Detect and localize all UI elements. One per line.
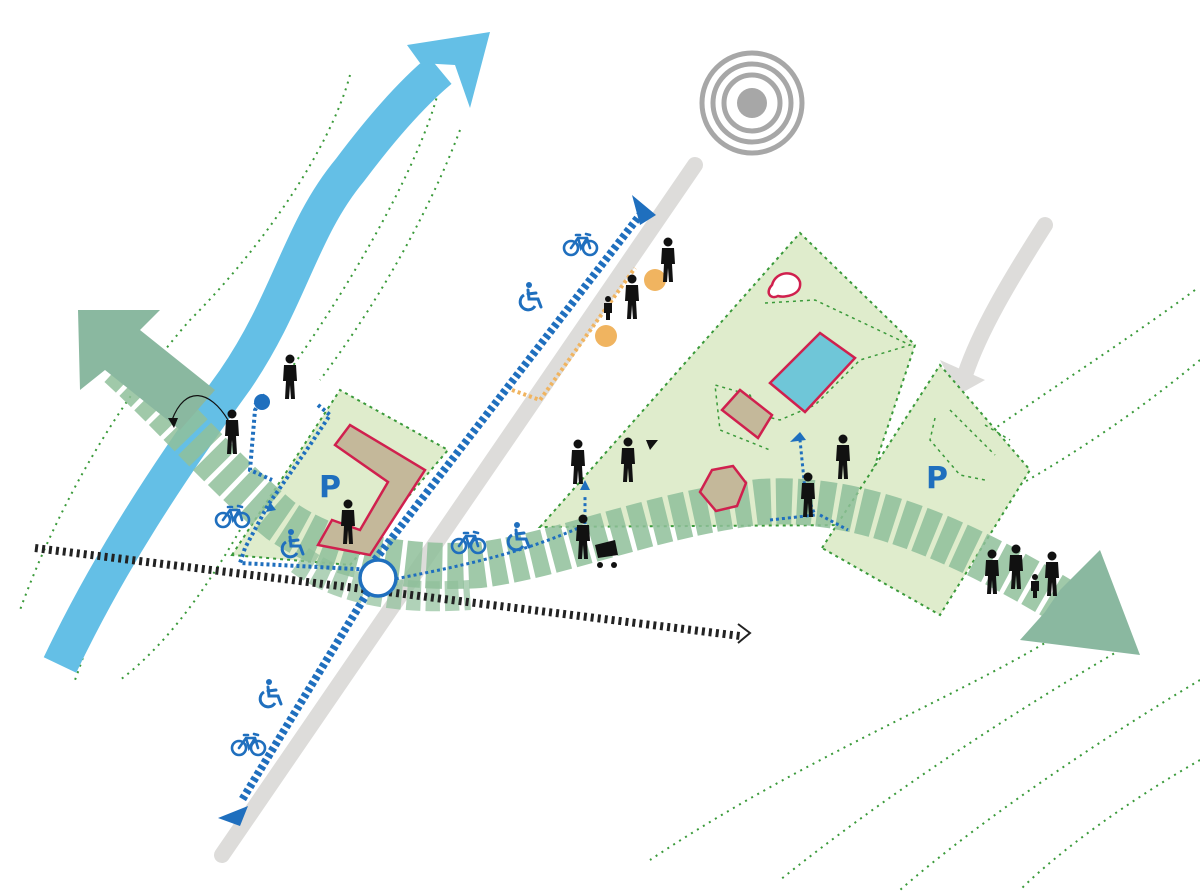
people-silhouette-icon (604, 296, 612, 320)
parking-sign-east: P (926, 461, 948, 496)
building-west (316, 423, 427, 557)
river (43, 32, 490, 673)
building-central (720, 388, 774, 440)
accessible-route (237, 212, 849, 803)
river-flow-arrow-icon (407, 32, 490, 108)
arrow-up-icon (632, 195, 656, 225)
concentric-circles-landmark-icon (699, 50, 805, 156)
bicycle-icon (562, 232, 599, 257)
buildings (316, 272, 857, 557)
stroller-icon (595, 540, 618, 568)
fishing-rod (171, 395, 229, 421)
arrow-down-icon (218, 806, 248, 826)
parking-sign-west: P (319, 470, 341, 505)
orange-path (511, 266, 666, 403)
bus-stop-dot (254, 394, 270, 410)
railway-line-icon (34, 544, 752, 644)
people-silhouette-icon (283, 354, 297, 399)
accessible-wheelchair-icon (518, 280, 543, 312)
green-arrow-northwest (78, 310, 215, 430)
green-area-east (820, 363, 1032, 617)
bicycle-icon (230, 732, 267, 757)
flag-icon (646, 440, 658, 450)
main-road (214, 157, 703, 863)
pool-small (767, 272, 802, 299)
green-arrow-southeast (1020, 550, 1140, 655)
people-silhouettes (168, 237, 1059, 598)
people-silhouette-icon (625, 274, 639, 319)
junction-node (358, 558, 398, 598)
building-hexagon (698, 464, 748, 513)
route-arrowheads (218, 195, 806, 826)
minor-road (940, 217, 1053, 395)
accessible-wheelchair-icon (258, 677, 283, 709)
swimming-pool (768, 331, 857, 414)
